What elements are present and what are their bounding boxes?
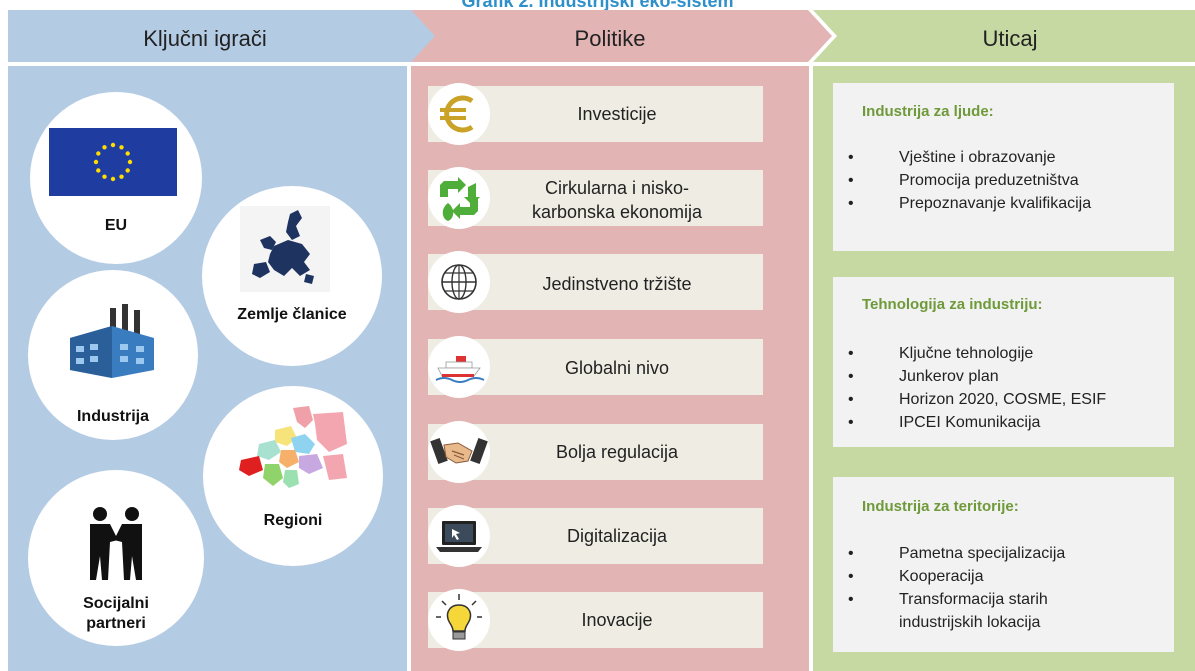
impact-people-title: Industrija za ljude: [862,103,994,120]
list-item: •Transformacija starih [848,591,1048,608]
player-industry: Industrija [28,270,198,440]
impact-people-list: •Vještine i obrazovanje •Promocija predu… [848,146,1091,215]
impact-territories-box [833,477,1174,652]
policy-circular-line1: Cirkularna i nisko- [544,178,690,198]
list-item: •Pametna specijalizacija [848,545,1066,562]
header-chevrons [8,10,1195,62]
diagram-title: Grafik 2. Industrijski eko-sistem [461,0,734,11]
handshake-icon [428,421,490,483]
header-players: Ključni igrači [143,26,267,51]
policy-circular-line2: karbonska ekonomija [531,202,703,222]
list-item: •Promocija preduzetništva [848,172,1079,189]
handshake-people-icon [90,507,142,580]
header-players-shape [8,10,437,62]
globe-icon [428,251,490,313]
list-item: •IPCEI Komunikacija [848,414,1041,431]
policy-single-market-label: Jedinstveno tržište [542,274,692,294]
policy-digitalization-label: Digitalizacija [566,526,668,546]
player-regions: Regioni [203,386,383,566]
header-impact-shape [813,10,1195,62]
recycle-leaf-icon [428,167,490,229]
player-eu-label: EU [104,217,128,234]
player-industry-label: Industrija [76,408,149,425]
player-member-states-label: Zemlje članice [237,306,347,323]
list-item: •Kooperacija [848,568,984,585]
eu-flag-icon [49,128,177,196]
impact-technology-box [833,277,1174,447]
regions-map-icon [239,406,347,488]
header-policies-shape [411,10,832,62]
impact-territories-list: •Pametna specijalizacija •Kooperacija •T… [848,542,1065,634]
social-partners-line1: Socijalni [83,595,149,612]
ship-icon [428,336,490,398]
player-member-states: Zemlje članice [202,186,382,366]
header-policies: Politike [574,26,646,51]
impact-territories-title: Industrija za teritorije: [862,498,1019,515]
policy-investment-label: Investicije [577,104,657,124]
list-item: •Vještine i obrazovanje [848,149,1056,166]
policy-innovation-label: Inovacije [581,610,653,630]
laptop-icon [428,505,490,567]
impact-technology-title: Tehnologija za industriju: [862,296,1043,313]
impact-technology-list: •Ključne tehnologije •Junkerov plan •Hor… [848,342,1106,434]
player-social-partners-label: Socijalni partneri [28,594,204,634]
player-eu: EU [30,92,202,264]
player-social-partners: Socijalni partneri [28,470,204,646]
europe-map-icon [240,206,330,292]
list-item: •Prepoznavanje kvalifikacija [848,195,1092,212]
impact-people-box [833,83,1174,251]
list-item: industrijskih lokacija [899,614,1041,631]
header-impact: Uticaj [982,26,1038,51]
list-item: •Horizon 2020, COSME, ESIF [848,391,1107,408]
social-partners-line2: partneri [86,615,146,632]
factory-icon [70,304,154,378]
list-item: •Ključne tehnologije [848,345,1034,362]
euro-icon [428,83,490,145]
lightbulb-icon [428,589,490,651]
policy-better-regulation-label: Bolja regulacija [555,442,679,462]
policy-global-label: Globalni nivo [564,358,670,378]
player-regions-label: Regioni [263,512,323,529]
policy-circular-label: Cirkularna i nisko- karbonska ekonomija [492,176,742,224]
list-item: •Junkerov plan [848,368,999,385]
